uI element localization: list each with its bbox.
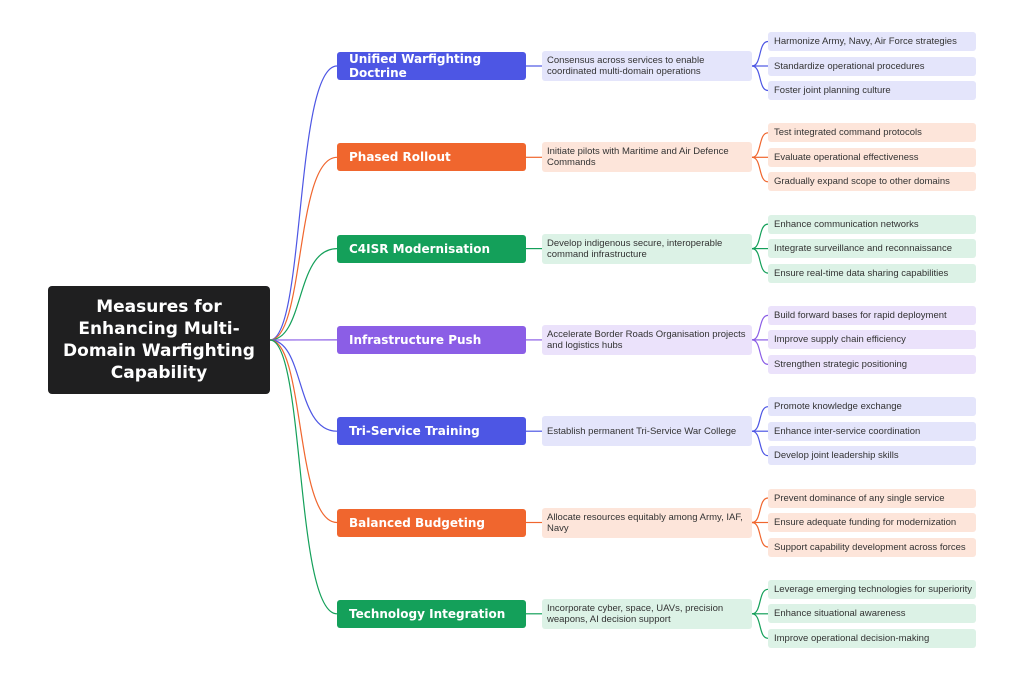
leaf-node[interactable]: Build forward bases for rapid deployment [768, 305, 976, 325]
leaf-node[interactable]: Standardize operational procedures [768, 56, 976, 76]
leaf-node[interactable]: Ensure adequate funding for modernizatio… [768, 513, 976, 532]
desc-leaf-connector [751, 248, 769, 274]
leaf-node[interactable]: Harmonize Army, Navy, Air Force strategi… [768, 32, 976, 51]
desc-leaf-connector [751, 613, 769, 639]
leaf-node[interactable]: Enhance communication networks [768, 214, 976, 234]
leaf-node[interactable]: Promote knowledge exchange [768, 397, 976, 417]
leaf-node[interactable]: Ensure real-time data sharing capabiliti… [768, 263, 976, 283]
leaf-node[interactable]: Improve supply chain efficiency [768, 330, 976, 350]
branch-node[interactable]: Infrastructure Push [337, 325, 526, 354]
leaf-node[interactable]: Gradually expand scope to other domains [768, 172, 976, 192]
leaf-node[interactable]: Evaluate operational effectiveness [768, 147, 976, 167]
root-branch-connector [269, 248, 338, 341]
leaf-node[interactable]: Develop joint leadership skills [768, 446, 976, 466]
branch-node[interactable]: Technology Integration [337, 599, 526, 628]
branch-node[interactable]: Phased Rollout [337, 143, 526, 172]
desc-leaf-connector [751, 156, 769, 183]
leaf-node[interactable]: Test integrated command protocols [768, 123, 976, 143]
root-branch-connector [269, 65, 338, 341]
root-branch-connector [269, 156, 338, 341]
desc-leaf-connector [751, 314, 769, 341]
branch-node[interactable]: Balanced Budgeting [337, 508, 526, 537]
desc-leaf-connector [751, 430, 769, 457]
leaf-node[interactable]: Integrate surveillance and reconnaissanc… [768, 239, 976, 259]
leaf-node[interactable]: Leverage emerging technologies for super… [768, 579, 976, 599]
desc-leaf-connector [751, 40, 769, 67]
branch-description[interactable]: Establish permanent Tri-Service War Coll… [542, 416, 752, 447]
leaf-node[interactable]: Strengthen strategic positioning [768, 354, 976, 374]
branch-description[interactable]: Consensus across services to enable coor… [542, 51, 752, 81]
root-branch-connector [269, 339, 338, 615]
desc-leaf-connector [751, 132, 769, 158]
leaf-node[interactable]: Support capability development across fo… [768, 537, 976, 557]
branch-node[interactable]: C4ISR Modernisation [337, 234, 526, 263]
desc-leaf-connector [751, 497, 769, 524]
branch-description[interactable]: Develop indigenous secure, interoperable… [542, 233, 752, 264]
branch-node[interactable]: Unified Warfighting Doctrine [337, 52, 526, 80]
desc-leaf-connector [751, 521, 769, 548]
root-node[interactable]: Measures for Enhancing Multi-Domain Warf… [48, 286, 270, 394]
desc-leaf-connector [751, 588, 769, 615]
branch-description[interactable]: Allocate resources equitably among Army,… [542, 507, 752, 538]
desc-leaf-connector [751, 65, 769, 92]
leaf-node[interactable]: Enhance situational awareness [768, 604, 976, 624]
branch-description[interactable]: Initiate pilots with Maritime and Air De… [542, 142, 752, 173]
leaf-node[interactable]: Improve operational decision-making [768, 628, 976, 648]
root-branch-connector [269, 339, 338, 432]
desc-leaf-connector [751, 406, 769, 432]
leaf-node[interactable]: Prevent dominance of any single service [768, 488, 976, 508]
branch-description[interactable]: Accelerate Border Roads Organisation pro… [542, 324, 752, 355]
leaf-node[interactable]: Foster joint planning culture [768, 81, 976, 100]
branch-node[interactable]: Tri-Service Training [337, 417, 526, 446]
desc-leaf-connector [751, 339, 769, 365]
root-branch-connector [269, 339, 338, 524]
desc-leaf-connector [751, 223, 769, 250]
leaf-node[interactable]: Enhance inter-service coordination [768, 421, 976, 441]
branch-description[interactable]: Incorporate cyber, space, UAVs, precisio… [542, 598, 752, 629]
